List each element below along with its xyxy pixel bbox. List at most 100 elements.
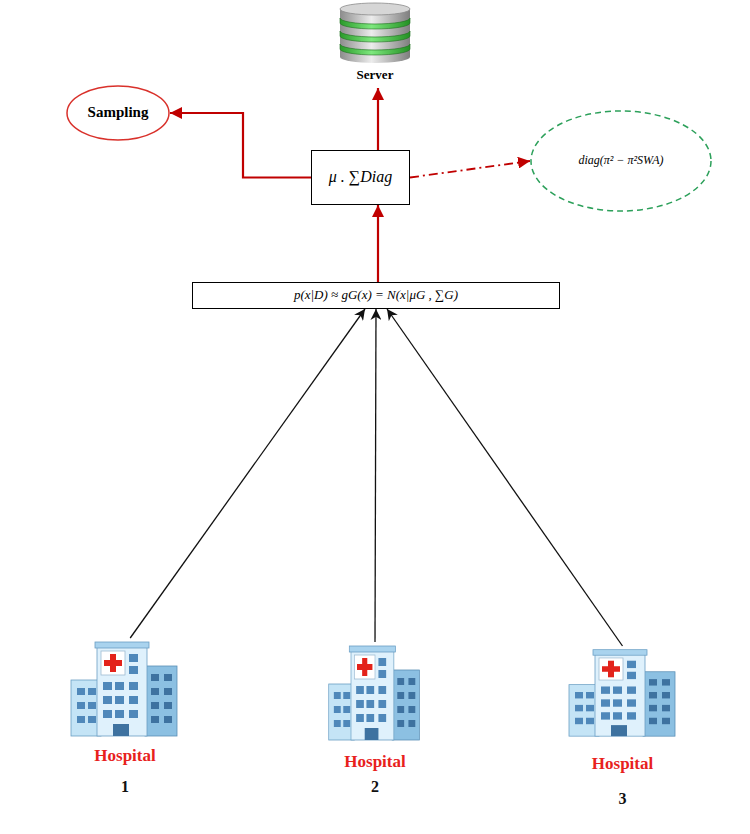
entrance	[113, 724, 129, 736]
red-cross	[357, 664, 372, 670]
server-node: Server	[325, 0, 425, 88]
window	[649, 679, 657, 685]
window	[88, 716, 96, 723]
hospital-wing	[71, 680, 101, 736]
ellipse-node: diag(π² − π²SWA)	[530, 110, 712, 212]
window	[397, 678, 404, 685]
flow-arrow	[170, 113, 311, 178]
node-label: Hospital	[592, 754, 653, 774]
window	[378, 714, 386, 722]
server-band	[340, 31, 410, 42]
window	[627, 686, 636, 693]
upload-arrow	[387, 309, 622, 646]
window	[343, 692, 350, 699]
window	[151, 688, 159, 695]
window	[408, 692, 415, 699]
window	[77, 716, 85, 723]
window	[662, 705, 670, 711]
hospital-number: 3	[619, 790, 627, 808]
hospital-tower	[97, 646, 147, 736]
hospital-roof	[95, 642, 149, 648]
upload-arrow	[375, 309, 376, 642]
node-label: Server	[357, 68, 394, 83]
hospital-side	[145, 666, 177, 736]
hospital-tower	[595, 653, 645, 736]
window	[164, 674, 172, 681]
server-band	[340, 18, 410, 29]
hospital-icon	[327, 642, 423, 742]
hospital-number: 2	[371, 778, 379, 796]
window	[649, 705, 657, 711]
window	[378, 700, 386, 708]
window	[408, 720, 415, 727]
entrance	[611, 725, 627, 736]
hospital-wing	[569, 685, 599, 737]
process-box: p(x|D) ≈ gG(x) = N(x|μG , ∑G)	[192, 282, 560, 309]
upload-arrow	[130, 309, 365, 638]
hospital-roof	[593, 650, 647, 656]
hospital-node: Hospital2	[315, 642, 435, 832]
red-cross	[104, 660, 122, 666]
window	[397, 706, 404, 713]
window	[627, 699, 636, 706]
window	[378, 670, 386, 678]
window	[334, 706, 341, 713]
window	[356, 686, 364, 694]
window	[129, 682, 138, 690]
window	[575, 705, 583, 711]
node-label: Hospital	[94, 746, 155, 766]
window	[356, 714, 364, 722]
flow-arrow	[410, 161, 530, 178]
window	[103, 710, 112, 718]
window	[397, 720, 404, 727]
window	[627, 672, 636, 679]
window	[164, 716, 172, 723]
hospital-wing	[329, 684, 355, 740]
window	[103, 696, 112, 704]
window	[103, 682, 112, 690]
window	[88, 688, 96, 695]
window	[366, 686, 374, 694]
hospital-side	[643, 672, 675, 736]
window	[356, 700, 364, 708]
window	[397, 692, 404, 699]
window	[575, 692, 583, 698]
window	[343, 720, 350, 727]
server-band	[340, 44, 410, 55]
window	[601, 686, 610, 693]
window	[378, 686, 386, 694]
server-top	[340, 3, 410, 15]
server-body	[340, 9, 410, 57]
node-label: p(x|D) ≈ gG(x) = N(x|μG , ∑G)	[294, 288, 458, 303]
window	[151, 674, 159, 681]
window	[164, 688, 172, 695]
window	[164, 702, 172, 709]
hospital-icon	[69, 638, 181, 738]
hospital-roof	[349, 646, 395, 652]
window	[408, 678, 415, 685]
process-box: μ . ∑Diag	[311, 150, 410, 205]
hospital-node: Hospital1	[60, 638, 190, 830]
hospital-side	[392, 670, 419, 740]
window	[408, 706, 415, 713]
window	[129, 696, 138, 704]
cross-panel	[599, 658, 623, 680]
window	[129, 666, 138, 674]
window	[662, 679, 670, 685]
window	[649, 718, 657, 724]
window	[613, 699, 622, 706]
window	[601, 712, 610, 719]
hospital-icon	[567, 646, 679, 738]
hospital-node: Hospital 3	[560, 646, 685, 832]
hospital-tower	[351, 650, 394, 740]
ellipse-shape	[67, 86, 169, 140]
window	[627, 712, 636, 719]
window	[613, 712, 622, 719]
server-icon	[335, 2, 415, 66]
window	[115, 682, 124, 690]
window	[129, 654, 138, 662]
window	[627, 661, 636, 668]
window	[586, 705, 594, 711]
node-label: diag(π² − π²SWA)	[578, 154, 663, 168]
window	[586, 718, 594, 724]
